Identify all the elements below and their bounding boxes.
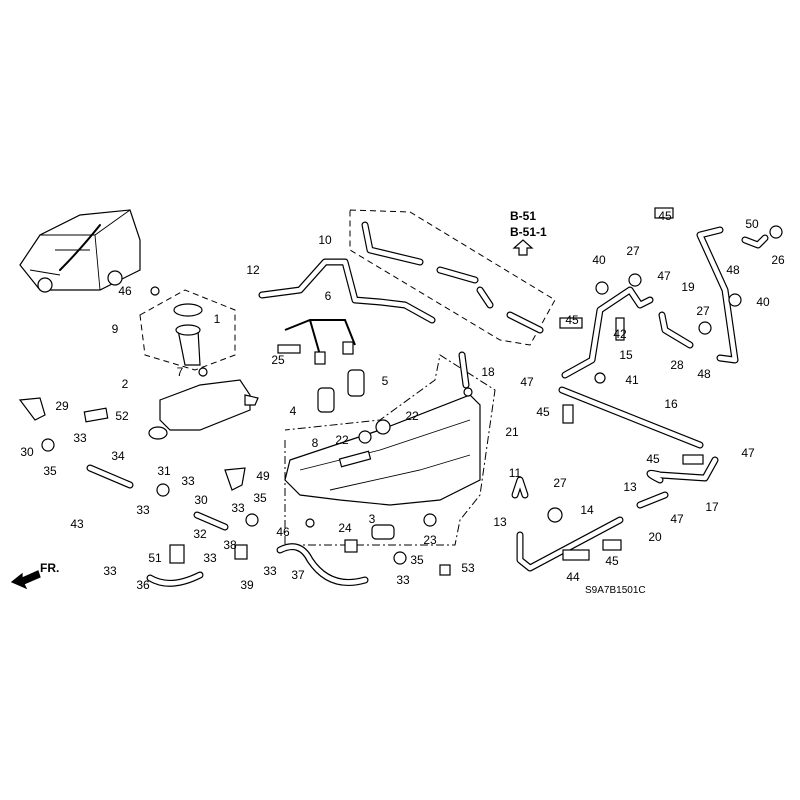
callout-27: 27 [553, 476, 567, 490]
callout-14: 14 [580, 503, 594, 517]
filler-neck [173, 303, 208, 377]
callout-45: 45 [646, 452, 660, 466]
washer-pumps [317, 369, 395, 540]
callout-27: 27 [696, 304, 710, 318]
callout-26: 26 [771, 253, 785, 267]
callout-37: 37 [291, 568, 305, 582]
callout-21: 21 [505, 425, 519, 439]
callout-17: 17 [705, 500, 719, 514]
callout-51: 51 [148, 551, 162, 565]
callout-18: 18 [481, 365, 495, 379]
vehicle-thumbnail [19, 209, 141, 293]
diagram-code: S9A7B1501C [585, 585, 646, 596]
rear-washer-group-outline [349, 209, 556, 346]
callout-45: 45 [605, 554, 619, 568]
hoses [86, 221, 769, 587]
callout-6: 6 [325, 289, 332, 303]
callout-24: 24 [338, 521, 352, 535]
wiring-harness [284, 319, 356, 356]
callout-23: 23 [423, 533, 437, 547]
callout-47: 47 [741, 446, 755, 460]
callout-41: 41 [625, 373, 639, 387]
callout-13: 13 [623, 480, 637, 494]
callout-15: 15 [619, 348, 633, 362]
small-parts [18, 207, 783, 576]
reference-b51: B-51 [510, 209, 536, 223]
callout-33: 33 [73, 431, 87, 445]
callout-13: 13 [493, 515, 507, 529]
callout-42: 42 [613, 327, 627, 341]
callout-33: 33 [136, 503, 150, 517]
callout-9: 9 [112, 322, 119, 336]
callout-30: 30 [20, 445, 34, 459]
callout-4: 4 [290, 404, 297, 418]
callout-27: 27 [626, 244, 640, 258]
callout-28: 28 [670, 358, 684, 372]
callout-47: 47 [670, 512, 684, 526]
callout-32: 32 [193, 527, 207, 541]
callout-40: 40 [592, 253, 606, 267]
callout-12: 12 [246, 263, 260, 277]
callout-25: 25 [271, 353, 285, 367]
callout-35: 35 [410, 553, 424, 567]
callout-33: 33 [203, 551, 217, 565]
callout-20: 20 [648, 530, 662, 544]
callout-35: 35 [253, 491, 267, 505]
washer-tank [284, 387, 481, 506]
up-arrow-icon [512, 239, 534, 256]
callout-8: 8 [312, 436, 319, 450]
callout-29: 29 [55, 399, 69, 413]
callout-45: 45 [658, 209, 672, 223]
callout-35: 35 [43, 464, 57, 478]
callout-46: 46 [276, 525, 290, 539]
callout-5: 5 [382, 374, 389, 388]
callout-50: 50 [745, 217, 759, 231]
callout-43: 43 [70, 517, 84, 531]
filler-group-outline [139, 289, 236, 371]
callout-36: 36 [136, 578, 150, 592]
callout-44: 44 [566, 570, 580, 584]
callout-22: 22 [335, 433, 349, 447]
tank-group-outline [284, 354, 496, 546]
callout-30: 30 [194, 493, 208, 507]
callout-16: 16 [664, 397, 678, 411]
callout-3: 3 [369, 512, 376, 526]
callout-10: 10 [318, 233, 332, 247]
reference-b51-1: B-51-1 [510, 225, 547, 239]
callout-53: 53 [461, 561, 475, 575]
callout-33: 33 [231, 501, 245, 515]
callout-33: 33 [396, 573, 410, 587]
callout-47: 47 [657, 269, 671, 283]
callout-49: 49 [256, 469, 270, 483]
callout-33: 33 [103, 564, 117, 578]
callout-2: 2 [122, 377, 129, 391]
callout-22: 22 [405, 409, 419, 423]
callout-45: 45 [565, 313, 579, 327]
callout-33: 33 [263, 564, 277, 578]
reservoir-upper [148, 379, 259, 440]
callout-34: 34 [111, 449, 125, 463]
callout-47: 47 [520, 375, 534, 389]
callout-48: 48 [697, 367, 711, 381]
callout-19: 19 [681, 280, 695, 294]
front-indicator: FR. [40, 561, 59, 575]
callout-46: 46 [118, 284, 132, 298]
callout-31: 31 [157, 464, 171, 478]
callout-11: 11 [509, 466, 522, 480]
callout-38: 38 [223, 538, 237, 552]
callout-39: 39 [240, 578, 254, 592]
callout-45: 45 [536, 405, 550, 419]
callout-1: 1 [214, 312, 221, 326]
callout-48: 48 [726, 263, 740, 277]
front-arrow-icon [10, 570, 41, 590]
callout-52: 52 [115, 409, 129, 423]
callout-40: 40 [756, 295, 770, 309]
callout-7: 7 [177, 365, 184, 379]
callout-33: 33 [181, 474, 195, 488]
